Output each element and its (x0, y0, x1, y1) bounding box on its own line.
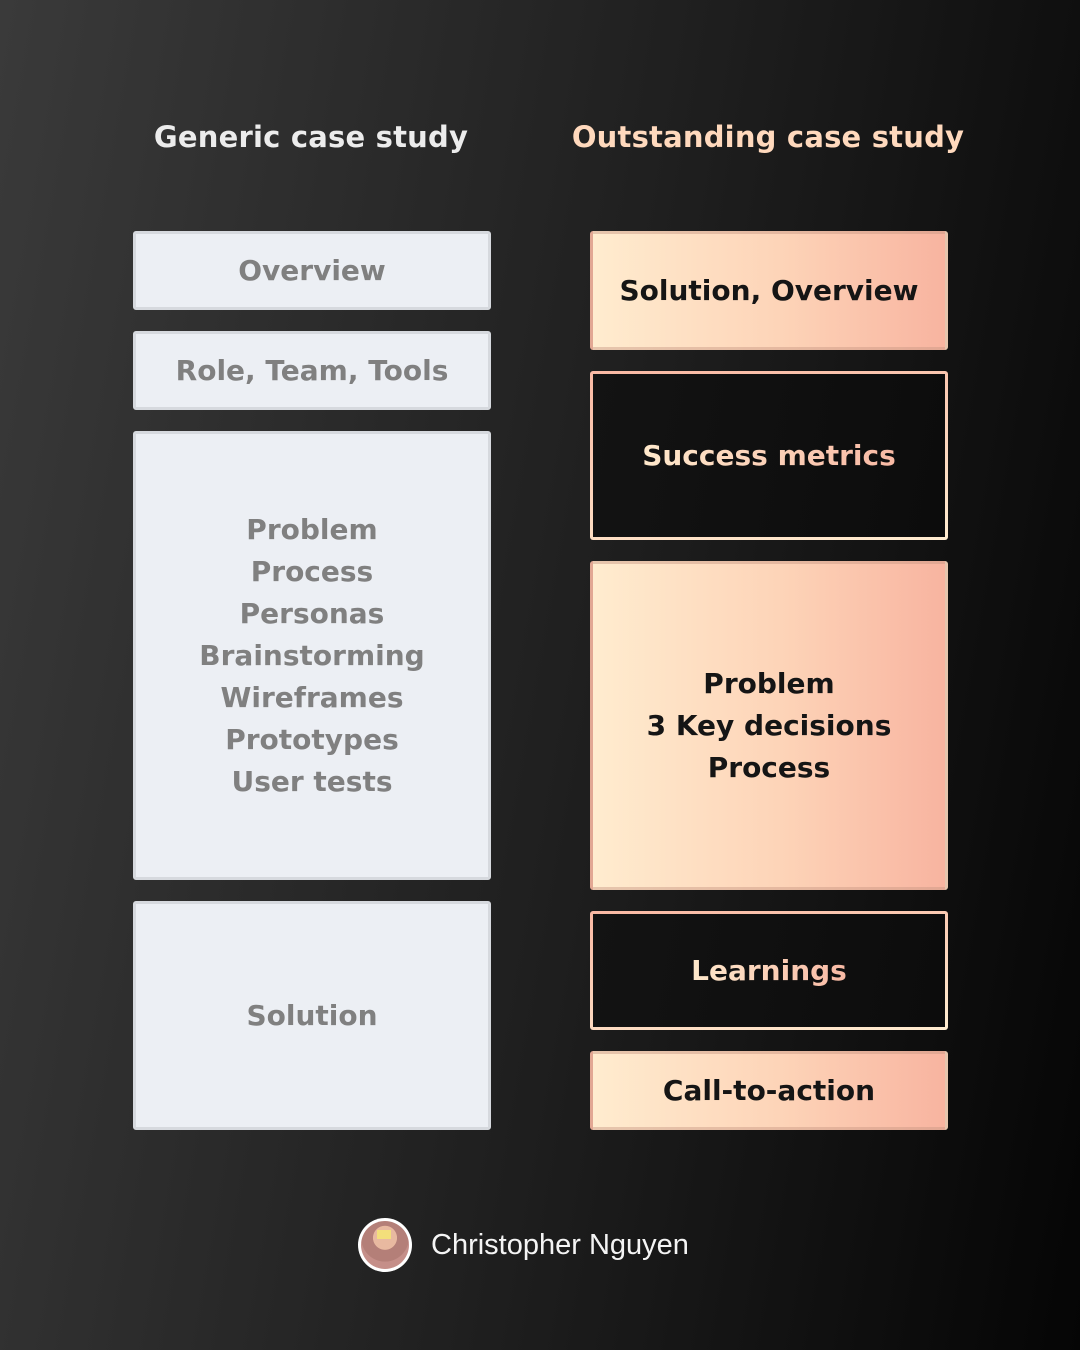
solution-overview-box: Solution, Overview (590, 231, 948, 350)
box-label: Solution, Overview (619, 273, 919, 307)
list-item: User tests (231, 764, 393, 798)
box-label: Success metrics (642, 435, 896, 477)
generic-role-box: Role, Team, Tools (133, 331, 491, 410)
generic-solution-box: Solution (133, 901, 491, 1130)
list-item: Wireframes (220, 680, 404, 714)
box-label: Learnings (691, 950, 847, 992)
box-label: Solution (246, 998, 378, 1032)
key-decisions-box: Problem 3 Key decisions Process (590, 561, 948, 890)
generic-heading: Generic case study (153, 120, 469, 154)
outstanding-heading: Outstanding case study (571, 120, 965, 154)
list-item: 3 Key decisions (646, 708, 892, 742)
box-label: Overview (238, 253, 386, 287)
list-item: Process (707, 750, 831, 784)
author-footer: Christopher Nguyen (358, 1218, 689, 1272)
list-item: Prototypes (225, 722, 399, 756)
generic-overview-box: Overview (133, 231, 491, 310)
author-name: Christopher Nguyen (431, 1228, 689, 1261)
list-item: Problem (703, 666, 835, 700)
learnings-box: Learnings (590, 911, 948, 1030)
list-item: Personas (239, 596, 385, 630)
box-label: Call-to-action (662, 1073, 876, 1107)
call-to-action-box: Call-to-action (590, 1051, 948, 1130)
box-label: Role, Team, Tools (175, 353, 449, 387)
avatar (358, 1218, 412, 1272)
success-metrics-box: Success metrics (590, 371, 948, 540)
list-item: Process (250, 554, 374, 588)
list-item: Brainstorming (199, 638, 425, 672)
generic-process-box: Problem Process Personas Brainstorming W… (133, 431, 491, 880)
list-item: Problem (246, 512, 378, 546)
